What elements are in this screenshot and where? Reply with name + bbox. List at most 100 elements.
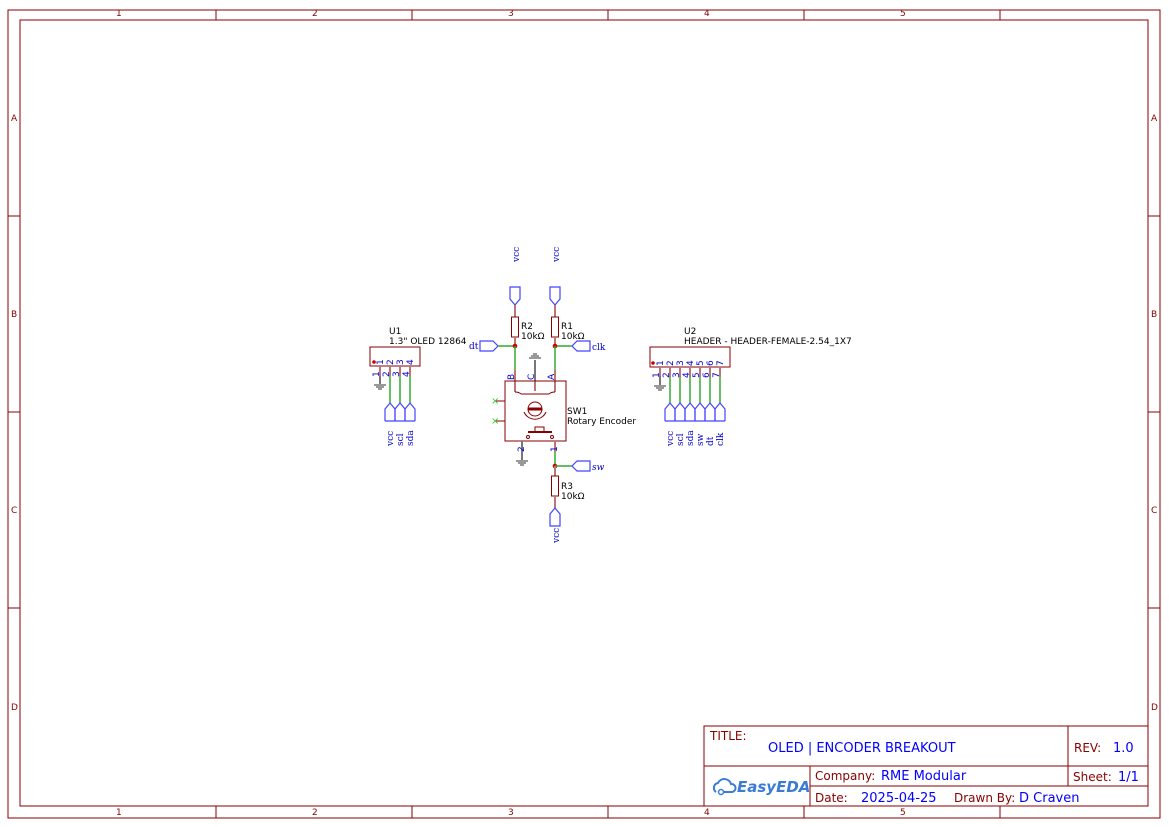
column-label: 3 (508, 9, 514, 19)
u2-ref: U2 (684, 327, 696, 337)
pin-number: 6 (706, 360, 716, 366)
pin-number: 4 (402, 371, 412, 377)
pin-number: 5 (696, 360, 706, 366)
net-flag[interactable] (694, 402, 706, 421)
sw1-rotary-encoder[interactable]: B C A × × SW1 Rotary Encoder 2 1 (491, 353, 636, 466)
row-label: B (1151, 310, 1157, 320)
pin-number: 3 (396, 359, 406, 365)
net-flag-dt[interactable]: dt (469, 340, 515, 352)
column-label: 2 (312, 808, 318, 818)
drawn-by-label: Drawn By: (954, 791, 1015, 805)
net-flag[interactable] (674, 402, 686, 421)
pin-number: 2 (386, 359, 396, 365)
row-label: A (1151, 114, 1158, 124)
pin-number: 3 (672, 372, 682, 378)
r2-resistor[interactable]: vcc R2 10kΩ (509, 247, 545, 346)
company-label: Company: (815, 769, 875, 783)
row-label: A (11, 114, 18, 124)
easyeda-logo: EasyEDA (712, 778, 810, 796)
pin-number: 1 (376, 359, 386, 365)
rev-value: 1.0 (1113, 741, 1134, 756)
net-flag-clk[interactable]: clk (555, 340, 606, 353)
r3-ref: R3 (561, 482, 573, 492)
net-label: sda (686, 430, 696, 446)
net-label-clk: clk (592, 343, 606, 353)
r2-ref: R2 (521, 322, 533, 332)
r1-value: 10kΩ (561, 332, 585, 342)
pin-label-c: C (527, 374, 537, 380)
column-label: 3 (508, 808, 514, 818)
rev-label: REV: (1074, 741, 1101, 755)
row-label: D (11, 703, 18, 713)
net-label: clk (716, 432, 726, 446)
pin-label-2: 2 (517, 446, 527, 452)
r2-value: 10kΩ (521, 332, 545, 342)
net-flag[interactable] (394, 402, 406, 421)
row-label: C (1151, 506, 1157, 516)
no-connect-icon: × (491, 396, 499, 407)
row-label: C (11, 506, 17, 516)
pin-number: 2 (382, 371, 392, 377)
row-label: B (11, 310, 17, 320)
u1-value: 1.3" OLED 12864 (389, 337, 467, 347)
pin-label-1: 1 (550, 446, 560, 452)
r1-ref: R1 (561, 322, 573, 332)
column-label: 4 (704, 808, 710, 818)
pin-number: 3 (676, 360, 686, 366)
net-label-sw: sw (592, 463, 605, 473)
net-flag[interactable] (704, 402, 716, 421)
net-flag[interactable] (384, 402, 396, 421)
title-value: OLED | ENCODER BREAKOUT (768, 741, 956, 756)
date-value: 2025-04-25 (861, 791, 937, 806)
net-label-vcc: vcc (552, 247, 562, 263)
sheet-value: 1/1 (1118, 770, 1139, 785)
pin-number: 2 (662, 372, 672, 378)
title-block: TITLE: OLED | ENCODER BREAKOUT REV: 1.0 … (703, 725, 1149, 807)
column-label: 1 (116, 9, 122, 19)
pin-number: 1 (656, 360, 666, 366)
drawn-by-value: D Craven (1019, 791, 1079, 806)
r3-value: 10kΩ (561, 492, 585, 502)
net-flag[interactable] (684, 402, 696, 421)
column-label: 4 (704, 9, 710, 19)
net-label: scl (676, 433, 686, 446)
u1-ref: U1 (389, 327, 401, 337)
net-flag[interactable] (664, 402, 676, 421)
pin-number: 1 (652, 372, 662, 378)
pin-number: 2 (666, 360, 676, 366)
r1-resistor[interactable]: vcc R1 10kΩ (549, 247, 585, 346)
pin-number: 4 (686, 360, 696, 366)
sheet-label: Sheet: (1073, 770, 1112, 784)
sw1-ref: SW1 (567, 407, 587, 417)
r3-resistor[interactable]: R3 10kΩ vcc (549, 466, 585, 544)
pin-number: 4 (682, 372, 692, 378)
pin-number: 1 (372, 371, 382, 377)
pin-label-a: A (547, 373, 557, 380)
net-label-vcc: vcc (512, 247, 522, 263)
net-label: vcc (386, 431, 396, 447)
column-label: 1 (116, 808, 122, 818)
pin-number: 3 (392, 371, 402, 377)
pin-number: 7 (716, 360, 726, 366)
net-flag[interactable] (714, 402, 726, 421)
logo-text: EasyEDA (737, 778, 810, 796)
column-label: 5 (900, 808, 906, 818)
title-label: TITLE: (709, 729, 747, 743)
pin-number: 7 (712, 372, 722, 378)
date-label: Date: (815, 791, 848, 805)
net-flag[interactable] (404, 402, 416, 421)
u2-value: HEADER - HEADER-FEMALE-2.54_1X7 (684, 337, 852, 347)
sw1-value: Rotary Encoder (567, 417, 636, 427)
pin-number: 4 (406, 359, 416, 365)
net-flag-sw[interactable]: sw (555, 460, 605, 473)
net-label: dt (706, 436, 716, 446)
row-label: D (1151, 703, 1158, 713)
u2-header[interactable]: U2 HEADER - HEADER-FEMALE-2.54_1X7 1122v… (649, 327, 852, 447)
pin-number: 5 (692, 372, 702, 378)
pin-label-b: B (507, 374, 517, 380)
net-label-vcc: vcc (552, 528, 562, 544)
net-label: vcc (666, 431, 676, 447)
